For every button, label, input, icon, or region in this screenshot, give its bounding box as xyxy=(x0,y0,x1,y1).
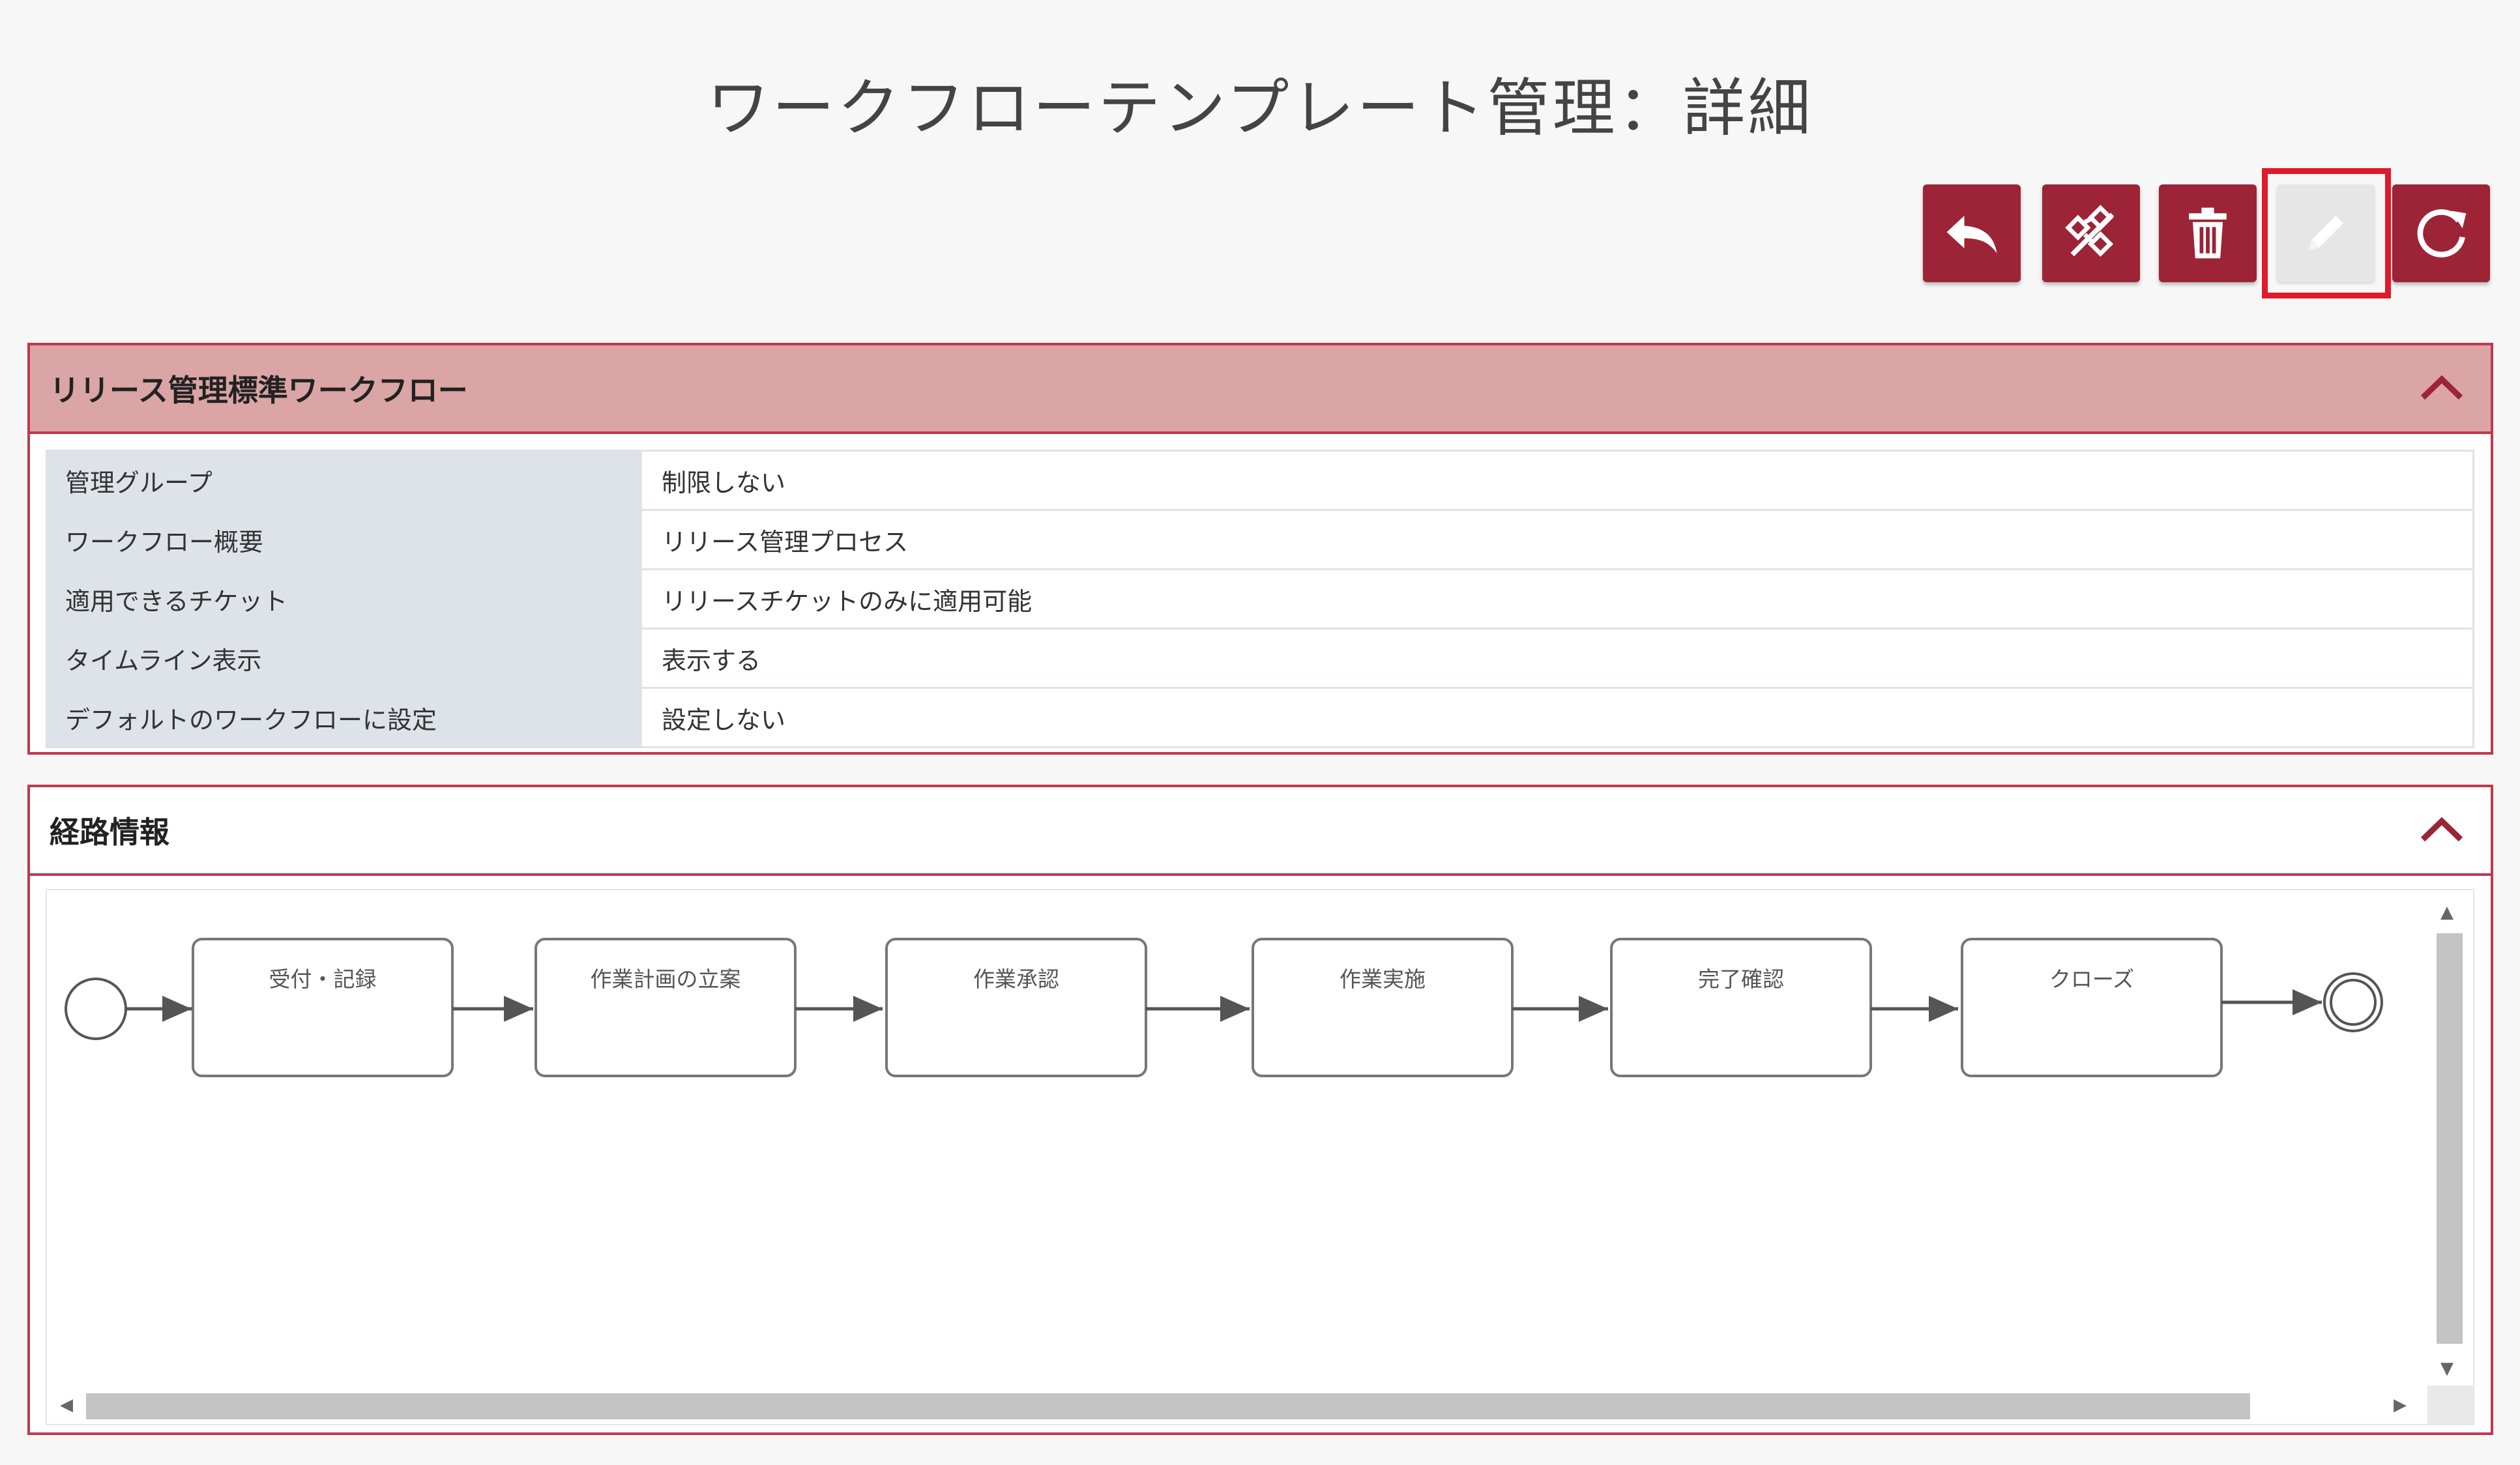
page-title: ワークフローテンプレート管理：詳細 xyxy=(707,72,1813,145)
row-value: 表示する xyxy=(642,628,2474,689)
delete-button[interactable] xyxy=(2159,184,2257,282)
table-row: デフォルトのワークフローに設定 設定しない xyxy=(46,687,2474,748)
horizontal-scrollbar[interactable]: ◀ ▶ xyxy=(47,1385,2427,1424)
scroll-right-icon[interactable]: ▶ xyxy=(2394,1395,2407,1415)
route-info-panel: 経路情報 受付・記録 作業計画の立案 作業承認 作業実施 xyxy=(27,785,2493,1435)
workflow-edit-icon xyxy=(2065,205,2115,257)
refresh-icon xyxy=(2417,209,2467,257)
table-row: 適用できるチケット リリースチケットのみに適用可能 xyxy=(46,568,2474,630)
row-value: リリースチケットのみに適用可能 xyxy=(642,568,2474,630)
trash-icon xyxy=(2189,207,2227,259)
edit-button-highlight xyxy=(2262,168,2391,298)
scroll-up-icon[interactable]: ▲ xyxy=(2440,903,2454,922)
back-button[interactable] xyxy=(1923,184,2021,282)
pencil-icon xyxy=(2308,216,2343,251)
row-label: デフォルトのワークフローに設定 xyxy=(46,687,642,748)
row-label: ワークフロー概要 xyxy=(46,509,642,570)
horizontal-scroll-thumb[interactable] xyxy=(86,1393,2250,1419)
scroll-left-icon[interactable]: ◀ xyxy=(60,1395,73,1415)
edit-button[interactable] xyxy=(2277,184,2375,282)
step-label: 受付・記録 xyxy=(269,966,377,992)
table-row: 管理グループ 制限しない xyxy=(46,450,2474,511)
back-arrow-icon xyxy=(1946,216,1997,254)
refresh-button[interactable] xyxy=(2392,184,2490,282)
workflow-info-table: 管理グループ 制限しない ワークフロー概要 リリース管理プロセス 適用できるチケ… xyxy=(46,450,2474,748)
workflow-edit-button[interactable] xyxy=(2042,184,2140,282)
workflow-info-header[interactable]: リリース管理標準ワークフロー xyxy=(30,345,2491,434)
row-label: 適用できるチケット xyxy=(46,568,642,630)
scroll-corner xyxy=(2427,1385,2473,1424)
scroll-down-icon[interactable]: ▼ xyxy=(2440,1359,2454,1378)
step-label: クローズ xyxy=(2049,966,2134,992)
step-box[interactable] xyxy=(1252,938,1514,1077)
table-row: タイムライン表示 表示する xyxy=(46,628,2474,689)
step-label: 作業実施 xyxy=(1340,966,1426,992)
step-box[interactable] xyxy=(535,938,797,1077)
row-label: 管理グループ xyxy=(46,450,642,511)
end-event-inner xyxy=(2330,979,2377,1026)
collapse-chevron-icon[interactable] xyxy=(2419,373,2465,404)
workflow-info-panel: リリース管理標準ワークフロー 管理グループ 制限しない ワークフロー概要 リリー… xyxy=(27,343,2493,755)
vertical-scroll-thumb[interactable] xyxy=(2437,933,2463,1344)
collapse-chevron-icon[interactable] xyxy=(2419,815,2465,846)
step-label: 作業承認 xyxy=(973,966,1059,992)
row-value: 制限しない xyxy=(642,450,2474,511)
route-info-header[interactable]: 経路情報 xyxy=(30,787,2491,876)
step-label: 作業計画の立案 xyxy=(591,966,741,992)
workflow-diagram-canvas: 受付・記録 作業計画の立案 作業承認 作業実施 完了確認 クローズ xyxy=(65,938,2383,1077)
row-value: 設定しない xyxy=(642,687,2474,748)
workflow-name-title: リリース管理標準ワークフロー xyxy=(50,373,468,408)
step-box[interactable] xyxy=(885,938,1147,1077)
row-value: リリース管理プロセス xyxy=(642,509,2474,570)
row-label: タイムライン表示 xyxy=(46,628,642,689)
step-box[interactable] xyxy=(1961,938,2223,1077)
start-event[interactable] xyxy=(65,978,127,1040)
route-info-title: 経路情報 xyxy=(50,815,169,850)
step-box[interactable] xyxy=(192,938,454,1077)
step-box[interactable] xyxy=(1610,938,1872,1077)
vertical-scrollbar[interactable]: ▲ ▼ xyxy=(2427,902,2468,1378)
step-label: 完了確認 xyxy=(1698,966,1784,992)
workflow-diagram: 受付・記録 作業計画の立案 作業承認 作業実施 完了確認 クローズ ▲ ▼ xyxy=(46,889,2474,1425)
table-row: ワークフロー概要 リリース管理プロセス xyxy=(46,509,2474,570)
